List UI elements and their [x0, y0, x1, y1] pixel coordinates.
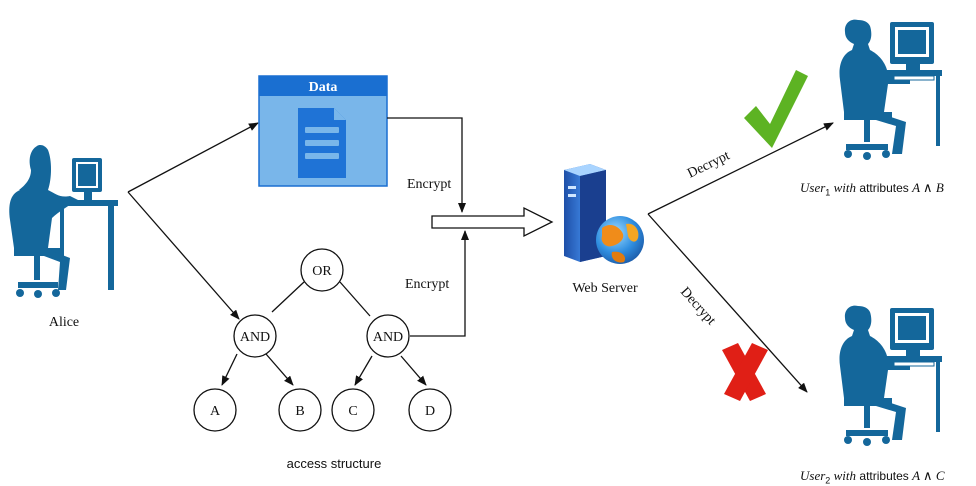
decrypt-arrow-user1 — [647, 122, 834, 215]
tree-node-or-label: OR — [312, 264, 332, 279]
alice-to-data-arrow — [127, 122, 259, 193]
user2-name: User — [800, 468, 826, 483]
user1-subscript: 1 — [825, 187, 831, 198]
user2-caption: User2 with attributes A ∧ C — [800, 468, 945, 485]
tree-node-and-right-label: AND — [373, 330, 403, 345]
data-encrypt-connector — [387, 117, 466, 213]
user2-attributes: A ∧ C — [912, 468, 945, 483]
user1-person-icon — [839, 19, 942, 160]
tree-leaf-a — [193, 388, 237, 432]
user1-caption: User1 with attributes A ∧ B — [800, 180, 944, 197]
tree-leaf-b — [278, 388, 322, 432]
tree-node-and-left — [233, 314, 277, 358]
data-box-title: Data — [309, 80, 338, 95]
user2-attributes-word: attributes — [859, 469, 909, 483]
encrypt-bottom-label: Encrypt — [405, 277, 449, 292]
ciphertext-block-arrow — [431, 206, 554, 238]
alice-label: Alice — [49, 315, 79, 330]
document-icon — [298, 108, 346, 178]
user1-attributes-word: attributes — [859, 181, 909, 195]
tree-leaf-c — [331, 388, 375, 432]
tree-node-and-right — [366, 314, 410, 358]
user2-subscript: 2 — [825, 475, 831, 486]
access-tree: OR AND AND A B C D — [193, 248, 452, 432]
access-structure-label: access structure — [287, 456, 382, 471]
decrypt-arrow-user2 — [647, 213, 808, 393]
tree-encrypt-connector — [410, 230, 469, 337]
web-server-label: Web Server — [572, 281, 638, 296]
user2-person-icon — [839, 305, 942, 446]
encrypt-top-label: Encrypt — [407, 177, 451, 192]
user2-with: with — [833, 468, 857, 483]
user1-attributes: A ∧ B — [912, 180, 944, 195]
data-box: Data — [258, 75, 388, 187]
user1-name: User — [800, 180, 826, 195]
alice-to-tree-arrow — [127, 191, 240, 320]
check-icon — [744, 70, 808, 148]
tree-leaf-b-label: B — [295, 404, 304, 419]
tree-leaf-a-label: A — [210, 404, 221, 419]
tree-node-and-left-label: AND — [240, 330, 270, 345]
user1-with: with — [833, 180, 857, 195]
decrypt-bottom-label: Decrypt — [677, 285, 718, 329]
tree-node-or — [300, 248, 344, 292]
tree-leaf-c-label: C — [348, 404, 357, 419]
web-server-icon — [564, 164, 644, 264]
alice-person-icon — [9, 145, 118, 298]
cross-icon — [722, 343, 768, 401]
tree-leaf-d-label: D — [425, 404, 435, 419]
tree-leaf-d — [408, 388, 452, 432]
